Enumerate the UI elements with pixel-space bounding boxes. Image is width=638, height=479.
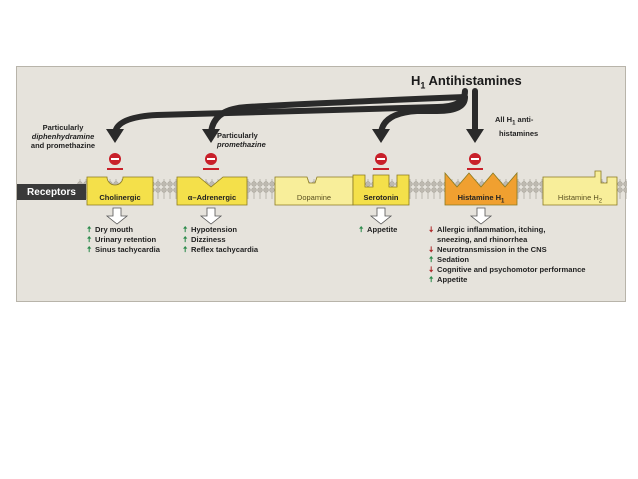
- arrow-to-serotonin: [378, 94, 468, 136]
- arrowheads: [106, 129, 484, 143]
- label-histamine-h2: Histamine H2: [543, 193, 617, 205]
- effect-item: 🠅Dry mouth: [87, 225, 160, 235]
- effect-text: Allergic inflammation, itching,: [437, 225, 546, 234]
- effect-item: 🠅Appetite: [359, 225, 397, 235]
- label-serotonin: Serotonin: [363, 193, 399, 202]
- label-histamine-h1-main: Histamine H: [457, 193, 501, 202]
- note-histamine-line1b: anti-: [515, 115, 534, 124]
- effect-text: Hypotension: [191, 225, 237, 234]
- diagram-svg: [77, 88, 627, 225]
- effect-item: 🠅Reflex tachycardia: [183, 245, 258, 255]
- note-adrenergic-line2: promethazine: [217, 140, 266, 149]
- arrow-to-adrenergic: [208, 94, 468, 136]
- effect-text: Urinary retention: [95, 235, 157, 244]
- note-histamine-line2: histamines: [499, 128, 539, 138]
- inhibit-symbols: [107, 153, 483, 170]
- note-adrenergic-line1: Particularly: [217, 131, 258, 140]
- decrease-arrow-icon: 🠇: [429, 245, 434, 254]
- diagram-title: H1 Antihistamines: [411, 73, 522, 91]
- title-rest: Antihistamines: [425, 73, 522, 88]
- effect-text: Dry mouth: [95, 225, 133, 234]
- effect-item: 🠇Allergic inflammation, itching,: [429, 225, 586, 235]
- note-cholinergic-line1: Particularly: [42, 123, 84, 132]
- effect-text: Sedation: [437, 255, 470, 264]
- effect-text: Appetite: [437, 275, 468, 284]
- receptor-serotonin-shape: [352, 174, 410, 206]
- arrowhead-adrenergic: [202, 129, 220, 143]
- note-adrenergic: Particularly promethazine: [217, 131, 297, 149]
- effect-item: 🠇Neurotransmission in the CNS: [429, 245, 586, 255]
- increase-arrow-icon: 🠅: [429, 275, 434, 284]
- receptor-dopamine-shape: [274, 176, 354, 206]
- decrease-arrow-icon: 🠇: [429, 225, 434, 234]
- increase-arrow-icon: 🠅: [87, 225, 92, 234]
- decrease-arrow-icon: 🠇: [429, 265, 434, 274]
- increase-arrow-icon: 🠅: [87, 245, 92, 254]
- increase-arrow-icon: 🠅: [87, 235, 92, 244]
- note-histamine-sub: 1: [512, 120, 516, 127]
- effect-text: Sinus tachycardia: [95, 245, 160, 254]
- label-dopamine: Dopamine: [296, 193, 332, 202]
- title-main: H: [411, 73, 421, 88]
- outcome-arrow-adrenergic: [199, 207, 223, 225]
- effects-adrenergic: 🠅Hypotension🠅Dizziness🠅Reflex tachycardi…: [183, 225, 258, 255]
- label-histamine-h1-sub: 1: [501, 198, 505, 205]
- effect-item: 🠅Sinus tachycardia: [87, 245, 160, 255]
- inhibition-arrows: [112, 88, 478, 136]
- effects-serotonin: 🠅Appetite: [359, 225, 397, 235]
- diagram-panel: H1 Antihistamines Particularly diphenhyd…: [16, 66, 627, 302]
- note-cholinergic-line3: and promethazine: [30, 141, 96, 150]
- note-cholinergic: Particularly diphenhydramine and prometh…: [17, 123, 109, 150]
- note-cholinergic-line2: diphenhydramine: [31, 132, 95, 141]
- receptor-shapes: [86, 170, 618, 206]
- effect-text: Reflex tachycardia: [191, 245, 259, 254]
- effect-item: sneezing, and rhinorrhea: [429, 235, 586, 245]
- inhibit-serotonin: [373, 153, 389, 170]
- inhibit-adrenergic: [203, 153, 219, 170]
- increase-arrow-icon: 🠅: [429, 255, 434, 264]
- effect-text: Cognitive and psychomotor performance: [437, 265, 586, 274]
- note-histamine-line1a: All H: [495, 115, 513, 124]
- arrowhead-histamine: [466, 129, 484, 143]
- outcome-arrow-serotonin: [369, 207, 393, 225]
- effect-item: 🠅Appetite: [429, 275, 586, 285]
- note-histamine: All H1 anti- histamines: [495, 115, 555, 138]
- label-adrenergic: α–Adrenergic: [187, 193, 237, 202]
- receptor-cholinergic-shape: [86, 176, 154, 206]
- receptor-adrenergic-shape: [176, 176, 248, 206]
- effect-item: 🠅Sedation: [429, 255, 586, 265]
- effects-cholinergic: 🠅Dry mouth🠅Urinary retention🠅Sinus tachy…: [87, 225, 160, 255]
- increase-arrow-icon: 🠅: [183, 245, 188, 254]
- effect-text: Neurotransmission in the CNS: [437, 245, 547, 254]
- arrowhead-serotonin: [372, 129, 390, 143]
- effect-text: Appetite: [367, 225, 398, 234]
- outcome-arrows: [105, 207, 493, 225]
- receptors-label: Receptors: [17, 184, 86, 200]
- effect-item: 🠅Hypotension: [183, 225, 258, 235]
- label-histamine-h2-main: Histamine H: [557, 193, 599, 202]
- label-cholinergic: Cholinergic: [99, 193, 141, 202]
- effect-text: Dizziness: [191, 235, 226, 244]
- effect-item: 🠅Urinary retention: [87, 235, 160, 245]
- arrowhead-cholinergic: [106, 129, 124, 143]
- outcome-arrow-cholinergic: [105, 207, 129, 225]
- increase-arrow-icon: 🠅: [183, 235, 188, 244]
- increase-arrow-icon: 🠅: [359, 225, 364, 234]
- title-sub: 1: [420, 80, 426, 91]
- inhibit-cholinergic: [107, 153, 123, 170]
- receptor-histamine-h1-shape: [444, 171, 518, 206]
- effect-text: sneezing, and rhinorrhea: [437, 235, 528, 244]
- increase-arrow-icon: 🠅: [183, 225, 188, 234]
- effect-item: 🠅Dizziness: [183, 235, 258, 245]
- label-histamine-h1: Histamine H1: [445, 193, 517, 205]
- receptor-histamine-h2-shape: [542, 170, 618, 206]
- effect-item: 🠇Cognitive and psychomotor performance: [429, 265, 586, 275]
- effects-histamine: 🠇Allergic inflammation, itching,sneezing…: [429, 225, 586, 285]
- outcome-arrow-histamine: [469, 207, 493, 225]
- label-histamine-h2-sub: 2: [598, 198, 603, 205]
- inhibit-histamine: [467, 153, 483, 170]
